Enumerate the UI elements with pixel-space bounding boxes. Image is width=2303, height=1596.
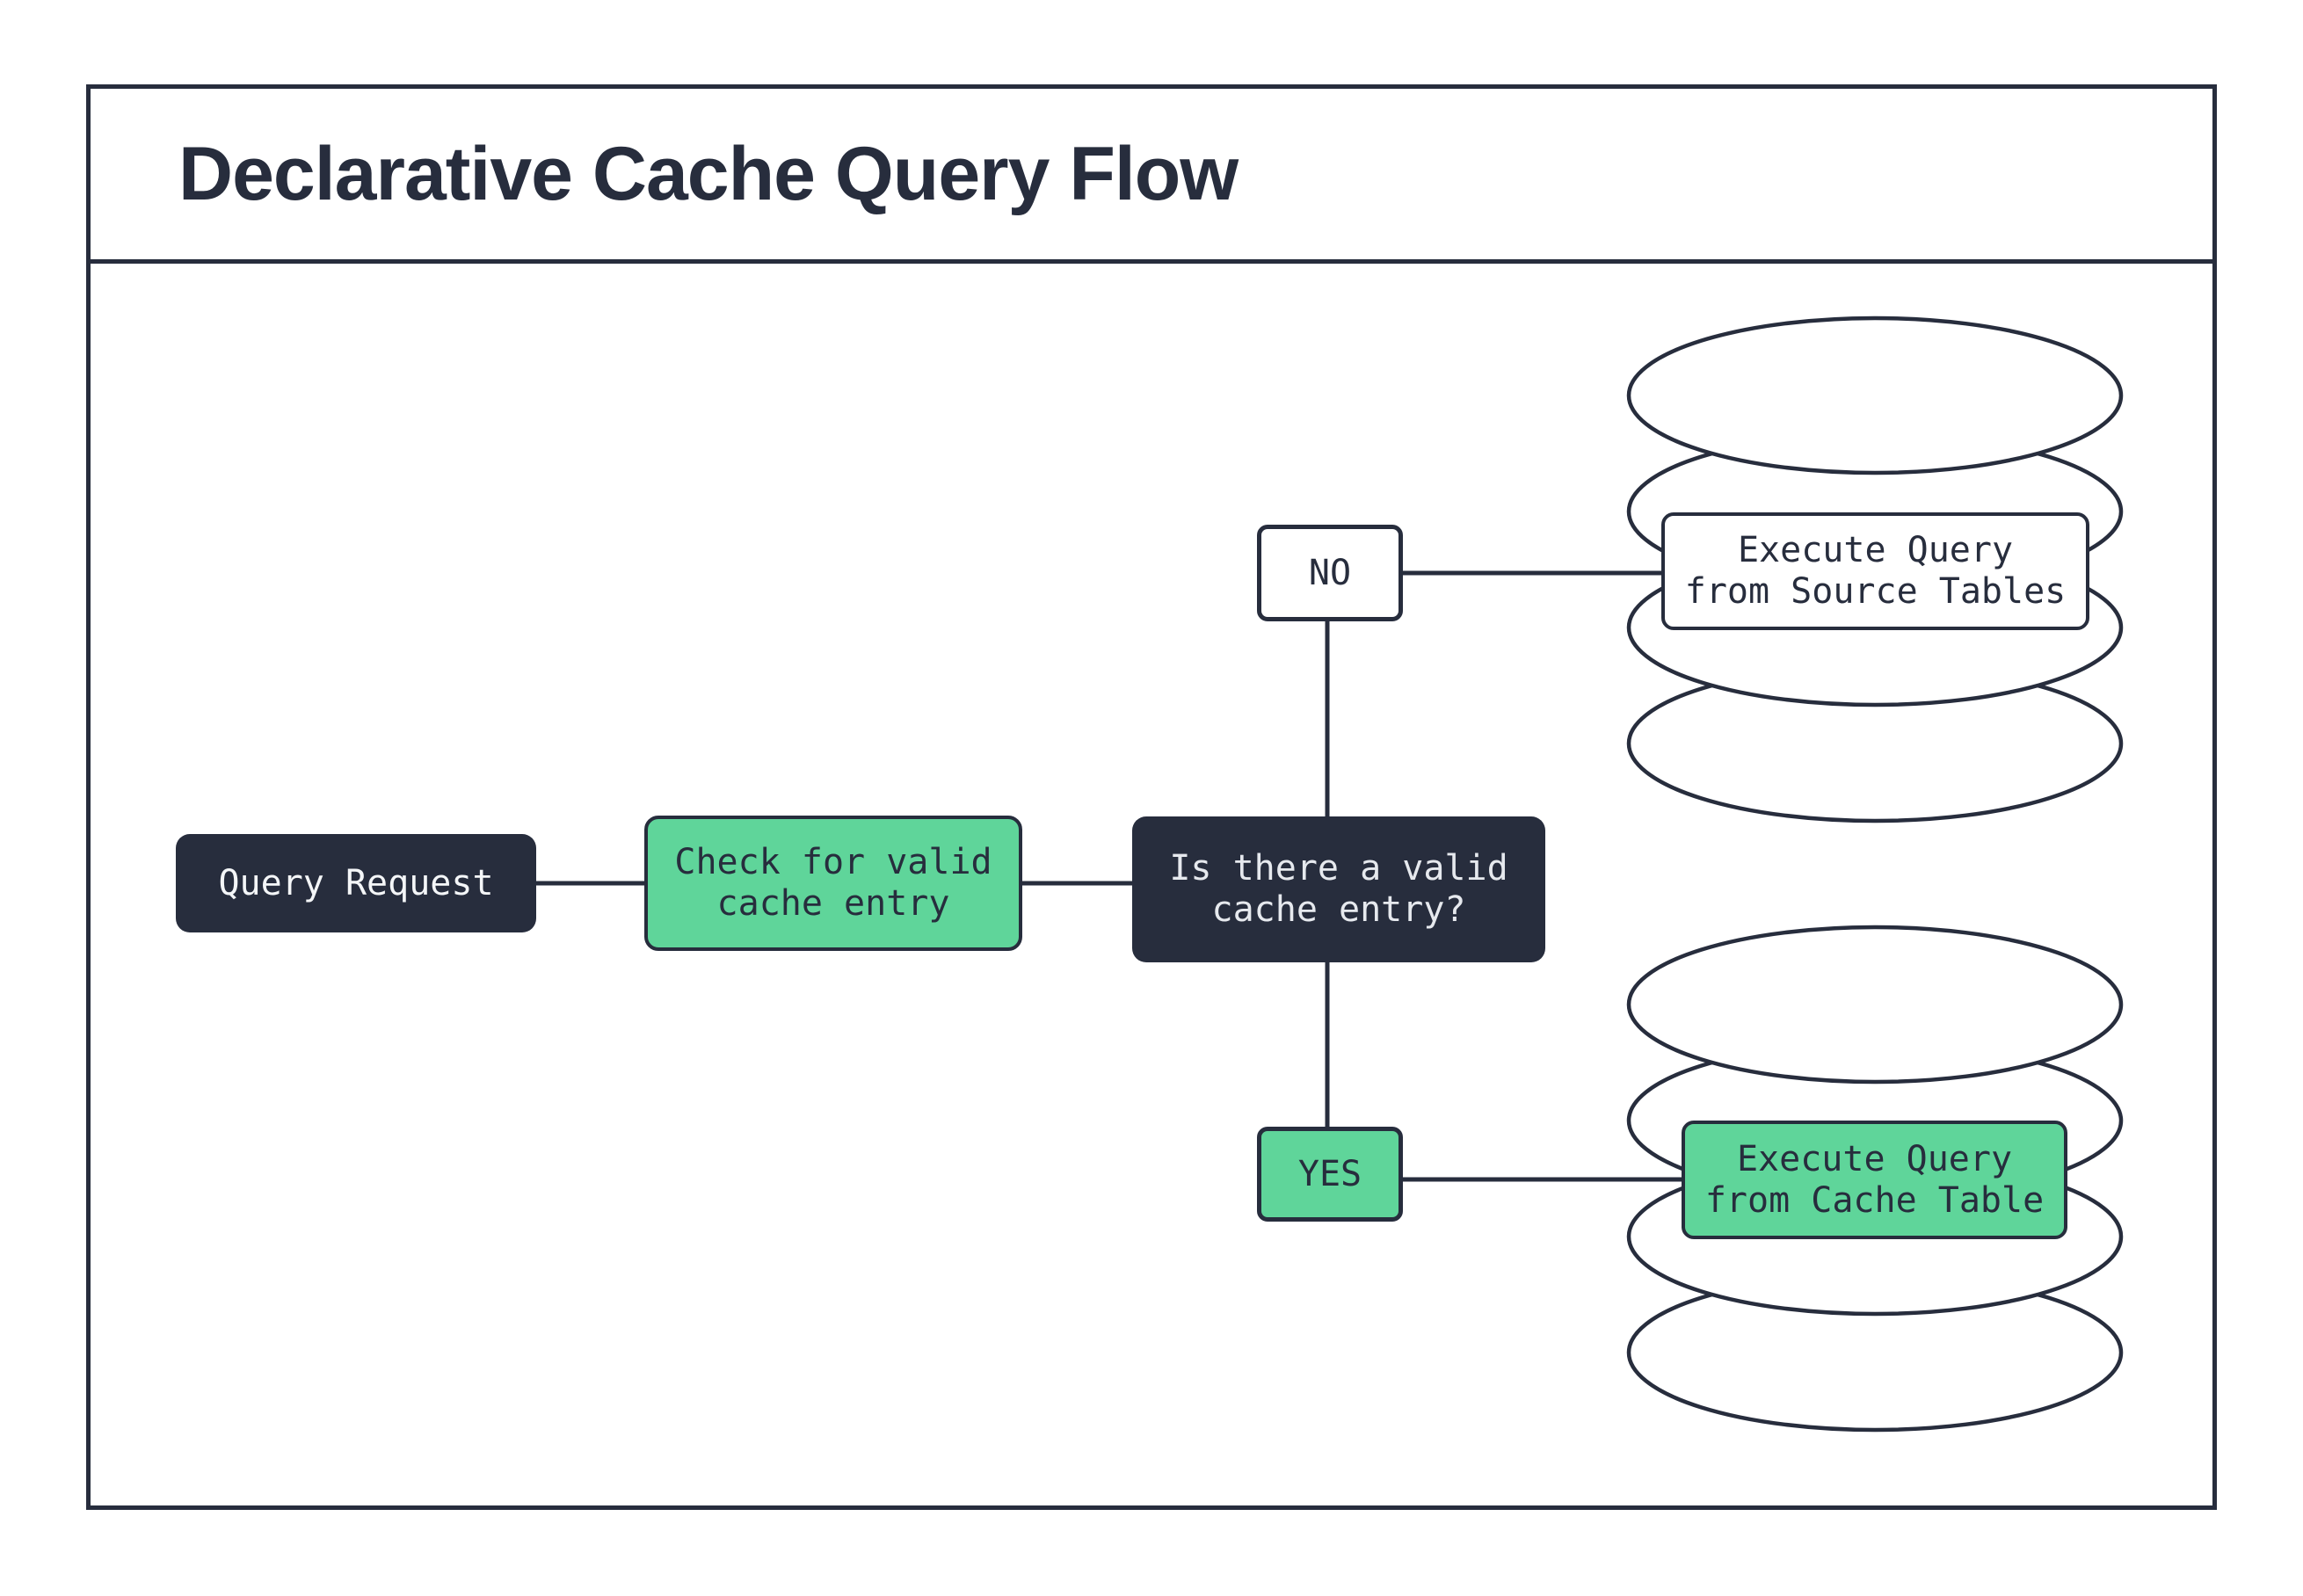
node-query-request: Query Request bbox=[176, 834, 536, 932]
node-execute-query-cache-table: Execute Query from Cache Table bbox=[1682, 1121, 2067, 1239]
page-title: Declarative Cache Query Flow bbox=[178, 131, 1239, 216]
node-no-branch-label: NO bbox=[1257, 525, 1403, 621]
node-yes-branch-label: YES bbox=[1257, 1127, 1403, 1222]
node-check-cache: Check for valid cache entry bbox=[644, 816, 1022, 951]
node-execute-query-source-tables: Execute Query from Source Tables bbox=[1661, 512, 2089, 630]
diagram-header: Declarative Cache Query Flow bbox=[86, 84, 2217, 264]
node-decision-valid-cache-entry: Is there a valid cache entry? bbox=[1132, 816, 1545, 962]
